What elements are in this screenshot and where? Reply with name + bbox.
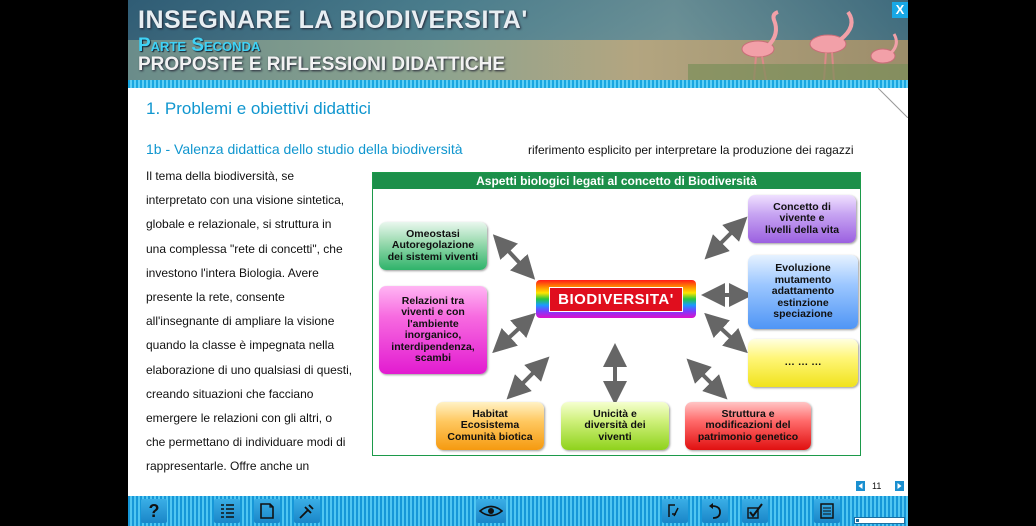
- body-line: presente la rete, consente: [146, 290, 285, 305]
- index-button[interactable]: [214, 499, 240, 523]
- page-corner-fold: [878, 88, 908, 118]
- body-line: Il tema della biodiversità, se: [146, 169, 295, 183]
- concept-line: Evoluzione: [775, 262, 831, 275]
- prev-page-icon[interactable]: [856, 481, 865, 491]
- concept-line: scambi: [414, 352, 452, 364]
- concept-line: dei sistemi viventi: [387, 250, 479, 263]
- presentation-window: INSEGNARE LA BIODIVERSITA' Parte Seconda…: [128, 0, 908, 526]
- concept-line: speciazione: [773, 308, 833, 321]
- biodiversita-center: BIODIVERSITA': [536, 280, 696, 318]
- concept-line: Relazioni tra: [401, 294, 465, 307]
- concept-line: mutamento: [774, 273, 832, 286]
- tools-icon: [299, 504, 314, 519]
- annotate-button[interactable]: [662, 499, 688, 523]
- body-line: globale e relazionale, si struttura in: [146, 217, 332, 232]
- banner-subtitle: PROPOSTE E RIFLESSIONI DIDATTICHE: [138, 54, 506, 75]
- arrow-struttura: [686, 358, 728, 400]
- concept-line: Concetto di: [773, 200, 831, 213]
- body-line: una complessa "rete di concetti", che: [146, 241, 343, 256]
- banner-part: Parte Seconda: [138, 35, 261, 56]
- next-page-icon[interactable]: [895, 481, 904, 491]
- concept-line: Habitat: [472, 407, 508, 420]
- reference-note: riferimento esplicito per interpretare l…: [528, 143, 854, 157]
- undo-button[interactable]: [702, 499, 728, 523]
- notes-icon: [260, 503, 274, 519]
- progress-fill: [856, 519, 859, 522]
- subsection-title: 1b - Valenza didattica dello studio dell…: [146, 141, 463, 157]
- concept-line: patrimonio genetico: [697, 430, 799, 443]
- banner-stripe: [128, 80, 908, 88]
- concept-unicita: Unicità e diversità dei viventi: [561, 402, 669, 450]
- flamingos-illustration: [688, 10, 908, 82]
- body-line: investono l'intera Biologia. Avere: [146, 265, 319, 280]
- concept-line: Unicità e: [593, 407, 637, 420]
- arrow-omeostasi: [492, 234, 536, 280]
- check-button[interactable]: [742, 499, 768, 523]
- concept-line: adattamento: [771, 285, 835, 298]
- body-line: interpretato con una visione sintetica,: [146, 193, 345, 208]
- concept-line: interdipendenza,: [391, 340, 475, 353]
- concept-line: estinzione: [777, 296, 829, 309]
- concept-relazioni: Relazioni tra viventi e con l'ambiente i…: [379, 286, 487, 374]
- help-button[interactable]: ?: [141, 499, 167, 523]
- body-line: all'insegnante di ampliare la visione: [146, 314, 335, 329]
- concept-line: l'ambiente: [407, 317, 459, 330]
- bottom-toolbar: ?: [128, 496, 908, 526]
- concept-line: viventi e con: [401, 306, 465, 318]
- banner-sky: [128, 0, 908, 40]
- arrow-relazioni: [492, 312, 536, 354]
- concept-line: Autoregolazione: [391, 239, 475, 252]
- annotate-icon: [668, 504, 679, 517]
- concept-line: livelli della vita: [764, 223, 840, 236]
- document-icon: [820, 503, 834, 519]
- concept-habitat: Habitat Ecosistema Comunità biotica: [436, 402, 544, 450]
- concept-vivente: Concetto di vivente e livelli della vita: [748, 195, 856, 243]
- help-icon: ?: [148, 500, 160, 521]
- biodiversita-label: BIODIVERSITA': [549, 286, 683, 312]
- body-line: quando la classe è impegnata nella: [146, 338, 335, 353]
- body-line: rappresentarle. Offre anche un: [146, 459, 310, 474]
- biodiversity-concept-map: Aspetti biologici legati al concetto di …: [372, 172, 861, 456]
- concept-line: diversità dei: [584, 419, 646, 432]
- page-number: 11: [872, 481, 882, 491]
- body-line: elaborazione di uno qualsiasi di questi,: [146, 362, 353, 377]
- diagram-arrows: [492, 216, 753, 405]
- undo-icon: [709, 503, 721, 519]
- diagram-title: Aspetti biologici legati al concetto di …: [373, 173, 860, 189]
- body-line: emergere le relazioni con gli altri, o: [146, 411, 333, 426]
- banner-title: INSEGNARE LA BIODIVERSITA': [138, 6, 528, 34]
- concept-line: inorganico,: [404, 329, 462, 341]
- concept-line: … … …: [784, 356, 822, 369]
- concept-line: Ecosistema: [460, 419, 520, 432]
- body-line: che permettano di individuare modi di: [146, 435, 346, 450]
- close-button[interactable]: X: [892, 2, 908, 18]
- concept-line: Struttura e: [721, 407, 775, 420]
- section-title: 1. Problemi e obiettivi didattici: [146, 99, 371, 118]
- arrow-habitat: [506, 356, 550, 400]
- concept-evoluzione: Evoluzione mutamento adattamento estinzi…: [748, 255, 858, 329]
- header-banner: INSEGNARE LA BIODIVERSITA' Parte Seconda…: [128, 0, 908, 82]
- view-button[interactable]: [476, 499, 506, 523]
- index-list-icon: [221, 504, 234, 518]
- concept-line: viventi: [598, 430, 632, 443]
- concept-line: modificazioni del: [705, 419, 791, 432]
- document-button[interactable]: [814, 499, 840, 523]
- body-line: creando situazioni che facciano: [146, 386, 314, 401]
- tools-button[interactable]: [294, 499, 320, 523]
- arrow-concetto: [704, 216, 748, 260]
- concept-line: Omeostasi: [406, 227, 460, 240]
- eye-icon: [479, 505, 503, 517]
- checkmark-icon: [747, 503, 763, 519]
- concept-struttura: Struttura e modificazioni del patrimonio…: [685, 402, 811, 450]
- arrow-altro: [704, 312, 748, 354]
- concept-line: Comunità biotica: [447, 430, 533, 443]
- notes-button[interactable]: [254, 499, 280, 523]
- concept-line: vivente e: [779, 212, 825, 225]
- progress-bar: [854, 517, 905, 524]
- concept-other: … … …: [748, 339, 858, 387]
- concept-omeostasi: Omeostasi Autoregolazione dei sistemi vi…: [379, 222, 487, 270]
- body-text: Il tema della biodiversità, se interpret…: [146, 164, 366, 479]
